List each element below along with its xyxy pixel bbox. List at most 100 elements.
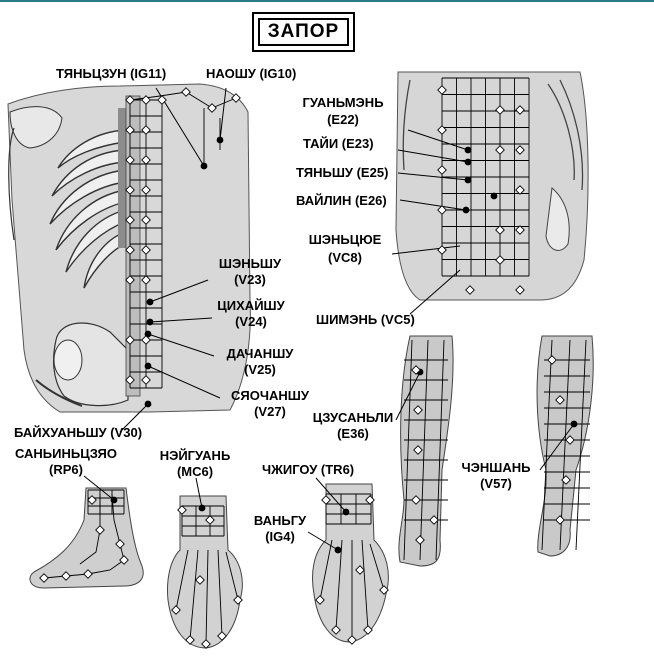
hand-finger-meridian (175, 549, 189, 611)
acupoint-diamond (185, 635, 195, 645)
scapula (9, 106, 63, 149)
label-v30: БАЙХУАНЬШУ (V30) (14, 425, 143, 440)
leader-line (397, 149, 469, 163)
iliac-crest (545, 187, 570, 251)
label-rp6-code: (RP6) (49, 462, 83, 477)
acupoint-diamond (515, 105, 525, 115)
acupoint-diamond (437, 165, 447, 175)
leader-lines (83, 129, 575, 551)
acupoint-marker (110, 496, 118, 504)
acupoint-diamond (125, 185, 135, 195)
acupoint-diamond (39, 573, 49, 583)
label-e36-name: ЦЗУСАНЬЛИ (312, 410, 394, 425)
acupoint-diamond (177, 505, 187, 515)
leader-line (409, 269, 461, 315)
acupoint-marker (146, 318, 154, 326)
leader-line (147, 333, 215, 357)
label-e26: ВАЙЛИН (E26) (296, 193, 387, 208)
acupoint-diamond (141, 125, 151, 135)
leg-front-meridian (435, 339, 445, 561)
acupoint-diamond (157, 95, 167, 105)
acupoint-diamond (515, 145, 525, 155)
legs-figure (398, 335, 594, 567)
label-v24-code: (V24) (235, 314, 267, 329)
acupoint-diamond (141, 95, 151, 105)
acupoint-diamond (315, 595, 325, 605)
label-vc5: ШИМЭНЬ (VC5) (316, 312, 415, 327)
label-v57-name: ЧЭНШАНЬ (461, 460, 531, 475)
acupoint-diamond (119, 555, 129, 565)
label-v27-code: (V27) (254, 404, 286, 419)
acupoint-diamond (141, 185, 151, 195)
acupoint-diamond (347, 635, 357, 645)
acupoint-diamond (171, 605, 181, 615)
label-vc8-code: (VC8) (328, 250, 362, 265)
acupoint-diamond (125, 245, 135, 255)
acupoint-diamond (125, 95, 135, 105)
label-e25: ТЯНЬШУ (E25) (296, 165, 389, 180)
acupoint-diamond (331, 625, 341, 635)
acupoint-diamond (205, 515, 215, 525)
acupoint-diamond (125, 215, 135, 225)
foot-meridian (79, 494, 101, 565)
leader-line (395, 371, 421, 421)
abdomen-ribs (402, 79, 584, 191)
label-e22-name: ГУАНЬМЭНЬ (302, 95, 384, 110)
leader-line (315, 477, 347, 513)
acupoint-diamond (141, 375, 151, 385)
acupoint-marker (144, 362, 152, 370)
label-e23: ТАЙИ (E23) (303, 136, 374, 151)
leader-line (83, 475, 115, 501)
acupoints (39, 85, 578, 649)
page-title: ЗАПОР (258, 18, 349, 46)
acupoint-diamond (141, 155, 151, 165)
hand-finger-meridian (205, 549, 209, 645)
acupoint-diamond (115, 539, 125, 549)
label-ig10: НАОШУ (IG10) (206, 66, 297, 81)
spine-column (125, 95, 141, 397)
acupoint-diamond (195, 575, 205, 585)
acupoint-diamond (555, 515, 565, 525)
acupoint-marker (462, 206, 470, 214)
hand-finger-meridian (225, 551, 239, 601)
acupoint-marker (334, 546, 342, 554)
foot-figure (29, 487, 144, 589)
acupoint-diamond (437, 245, 447, 255)
title-frame: ЗАПОР (252, 12, 355, 52)
label-ig11: ТЯНЬЦЗУН (IG11) (56, 66, 167, 81)
leader-line (149, 317, 213, 323)
label-ig4-name: ВАНЬГУ (253, 513, 307, 528)
label-v27-name: СЯОЧАНШУ (231, 388, 309, 403)
hand-finger-meridian (361, 539, 369, 631)
line-ig10 (219, 87, 227, 141)
hand-finger-meridian (335, 539, 343, 631)
hands-figure (167, 483, 389, 649)
acupoint-diamond (411, 365, 421, 375)
top-accent-line (0, 0, 654, 2)
acupoint-diamond (465, 285, 475, 295)
leg-front (398, 335, 454, 567)
leader-line (307, 531, 339, 551)
leader-line (399, 199, 467, 211)
acupoint-marker (490, 192, 498, 200)
leader-line (407, 129, 469, 151)
acupoint-marker (464, 146, 472, 154)
hand-finger-meridian (369, 543, 385, 591)
acupoint-diamond (515, 225, 525, 235)
leg-back-meridian (575, 339, 587, 551)
acupoint-marker (464, 176, 472, 184)
leader-line (147, 365, 221, 399)
acupoint-diamond (125, 335, 135, 345)
acupoint-diamond (141, 215, 151, 225)
acupoint-diamond (231, 93, 241, 103)
acupoint-marker (342, 508, 350, 516)
label-e36-code: (E36) (337, 426, 369, 441)
label-rp6-name: САНЬИНЬЦЗЯО (14, 446, 118, 461)
acupoint-diamond (321, 495, 331, 505)
hip-joint (53, 339, 83, 381)
hand-finger-meridian (319, 539, 333, 601)
acupoint-diamond (437, 205, 447, 215)
abdomen-meridian-grid (441, 77, 530, 277)
